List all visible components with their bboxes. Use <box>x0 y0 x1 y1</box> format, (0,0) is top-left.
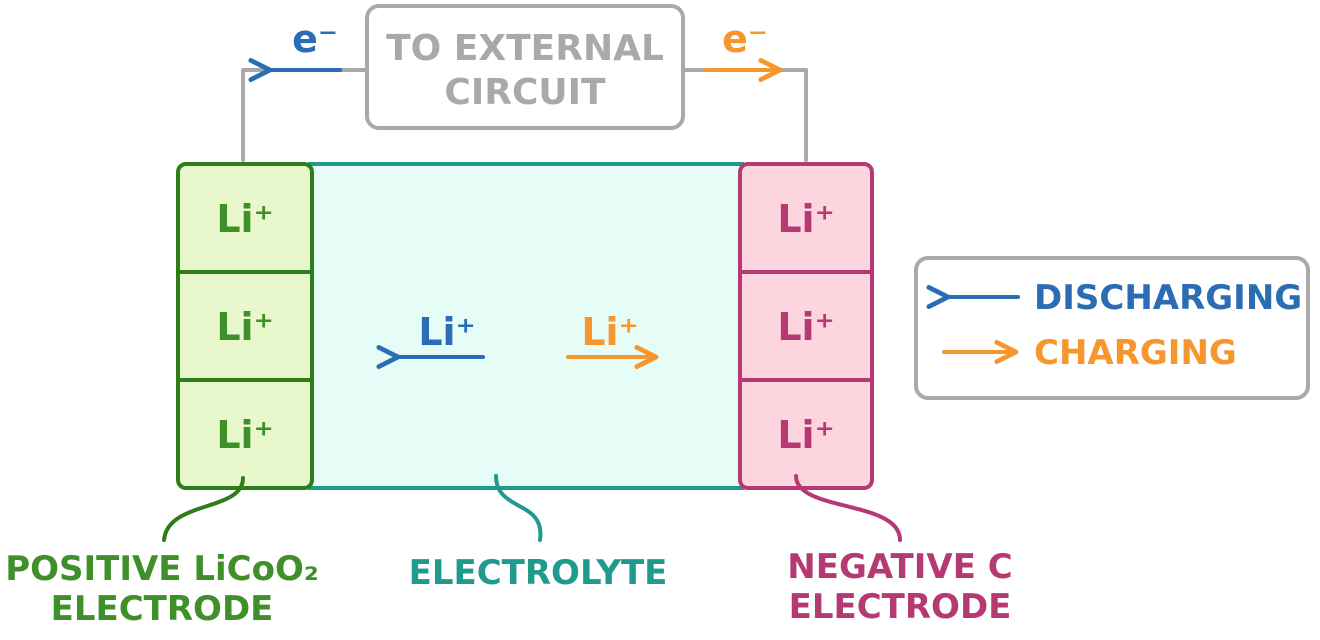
legend-charging-label: CHARGING <box>1034 333 1237 373</box>
negative-electrode-label-line2: ELECTRODE <box>789 587 1012 627</box>
positive-leader-line <box>162 476 245 542</box>
negative-cell-ion: Li⁺ <box>777 413 834 457</box>
external-circuit-box <box>365 4 685 130</box>
ion-discharging-label: Li⁺ <box>418 310 475 354</box>
negative-cell-ion: Li⁺ <box>777 197 834 241</box>
electrolyte-leader-line <box>494 474 543 542</box>
positive-electrode-label-line1: POSITIVE LiCoO₂ <box>5 549 319 589</box>
legend: DISCHARGING CHARGING <box>914 256 1310 400</box>
positive-electrode-label-line2: ELECTRODE <box>51 589 274 629</box>
electrolyte-region <box>308 162 744 490</box>
electrolyte-label: ELECTROLYTE <box>409 553 668 593</box>
negative-leader-line <box>794 474 902 542</box>
electron-label-right: e⁻ <box>722 17 768 61</box>
positive-cell-ion: Li⁺ <box>216 197 273 241</box>
electron-label-left: e⁻ <box>292 17 338 61</box>
ion-charging-label: Li⁺ <box>581 310 638 354</box>
external-circuit-label-line2: CIRCUIT <box>444 72 606 113</box>
negative-electrode: Li⁺ Li⁺ Li⁺ <box>738 162 874 490</box>
positive-electrode: Li⁺ Li⁺ Li⁺ <box>176 162 314 490</box>
positive-cell-ion: Li⁺ <box>216 305 273 349</box>
negative-cell-ion: Li⁺ <box>777 305 834 349</box>
legend-discharging-label: DISCHARGING <box>1034 278 1302 318</box>
external-circuit-label-line1: TO EXTERNAL <box>386 28 664 69</box>
positive-cell-ion: Li⁺ <box>216 413 273 457</box>
negative-electrode-label-line1: NEGATIVE C <box>787 547 1012 587</box>
